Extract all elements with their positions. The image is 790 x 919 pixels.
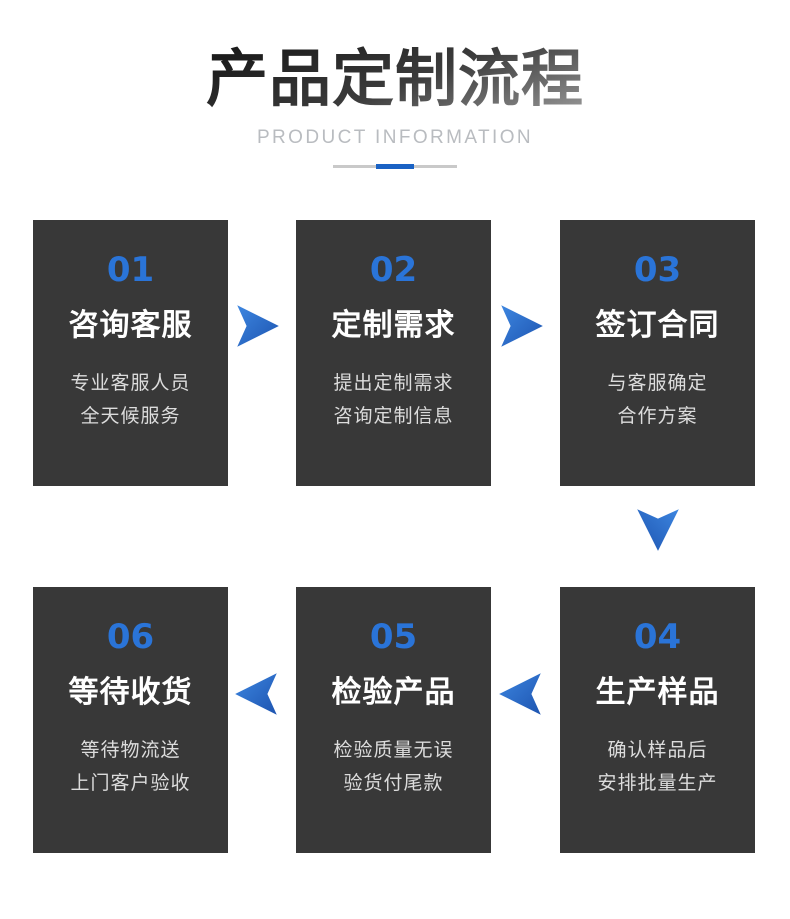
step-description-line: 专业客服人员	[70, 372, 191, 394]
step-description: 检验质量无误 验货付尾款	[333, 734, 453, 799]
step-description-line: 与客服确定	[607, 372, 708, 394]
step-number: 06	[106, 617, 155, 657]
step-description: 提出定制需求 咨询定制信息	[333, 367, 453, 432]
arrow-right-icon	[231, 300, 283, 352]
step-title: 检验产品	[331, 675, 456, 710]
step-description-line: 咨询定制信息	[333, 404, 454, 427]
arrow-down-icon	[632, 503, 684, 555]
flow-step-02[interactable]: 02 定制需求 提出定制需求 咨询定制信息	[296, 220, 491, 486]
step-number: 02	[369, 250, 418, 290]
step-description-line: 等待物流送	[80, 739, 181, 761]
step-description-line: 安排批量生产	[597, 771, 718, 794]
title-divider	[333, 163, 457, 169]
arrow-right-icon	[495, 300, 547, 352]
arrow-left-icon	[231, 668, 283, 720]
step-number: 01	[106, 250, 155, 290]
step-description-line: 上门客户验收	[70, 771, 191, 794]
step-description: 确认样品后 安排批量生产	[597, 734, 717, 799]
title-divider-accent	[376, 163, 414, 169]
page-title: 产品定制流程	[0, 45, 790, 113]
step-number: 05	[369, 617, 418, 657]
step-description-line: 检验质量无误	[333, 739, 454, 761]
arrow-left-icon	[495, 668, 547, 720]
step-description-line: 合作方案	[617, 404, 698, 427]
flow-step-03[interactable]: 03 签订合同 与客服确定 合作方案	[560, 220, 755, 486]
step-description-line: 全天候服务	[80, 404, 181, 427]
flow-step-04[interactable]: 04 生产样品 确认样品后 安排批量生产	[560, 587, 755, 853]
step-description: 专业客服人员 全天候服务	[70, 367, 190, 432]
step-number: 03	[633, 250, 682, 290]
step-title: 签订合同	[595, 308, 720, 343]
step-title: 生产样品	[595, 675, 720, 710]
step-description-line: 验货付尾款	[343, 771, 444, 794]
step-description: 与客服确定 合作方案	[607, 367, 707, 432]
page-subtitle: PRODUCT INFORMATION	[256, 126, 534, 148]
step-number: 04	[633, 617, 682, 657]
flow-step-05[interactable]: 05 检验产品 检验质量无误 验货付尾款	[296, 587, 491, 853]
step-description-line: 确认样品后	[607, 739, 708, 761]
step-title: 咨询客服	[68, 308, 193, 343]
flow-step-06[interactable]: 06 等待收货 等待物流送 上门客户验收	[33, 587, 228, 853]
step-title: 等待收货	[68, 675, 193, 710]
page-header: 产品定制流程 PRODUCT INFORMATION	[0, 0, 790, 169]
step-description: 等待物流送 上门客户验收	[70, 734, 190, 799]
flow-step-01[interactable]: 01 咨询客服 专业客服人员 全天候服务	[33, 220, 228, 486]
step-title: 定制需求	[331, 308, 456, 343]
step-description-line: 提出定制需求	[333, 372, 454, 394]
